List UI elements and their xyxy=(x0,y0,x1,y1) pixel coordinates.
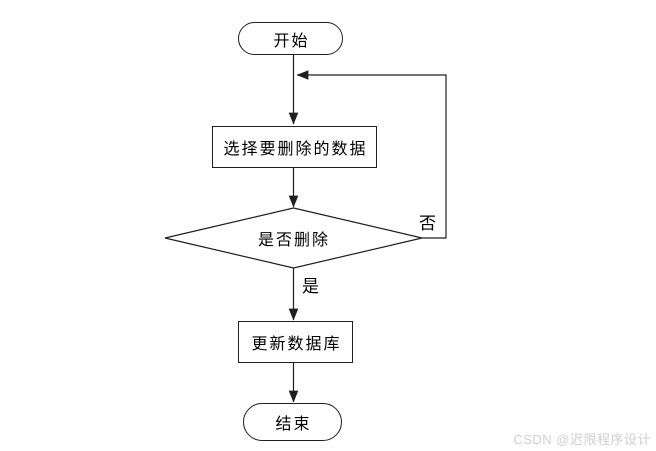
watermark-text: CSDN @迟限程序设计 xyxy=(513,432,651,447)
node-select-data-label: 选择要删除的数据 xyxy=(223,141,368,158)
node-start-label: 开始 xyxy=(273,32,310,50)
node-end: 结束 xyxy=(243,403,342,441)
node-start: 开始 xyxy=(238,22,343,55)
edge-label-no: 否 xyxy=(419,214,436,233)
node-decision-label: 是否删除 xyxy=(257,232,330,249)
node-select-data: 选择要删除的数据 xyxy=(212,126,377,168)
edge-decision-no-loopback xyxy=(296,70,447,239)
edge-label-yes: 是 xyxy=(302,277,319,296)
node-update-database-label: 更新数据库 xyxy=(251,336,342,353)
node-decision: 是否删除 xyxy=(165,208,423,268)
decision-diamond-shape xyxy=(164,207,423,269)
node-end-label: 结束 xyxy=(275,416,312,433)
node-update-database: 更新数据库 xyxy=(238,321,353,363)
